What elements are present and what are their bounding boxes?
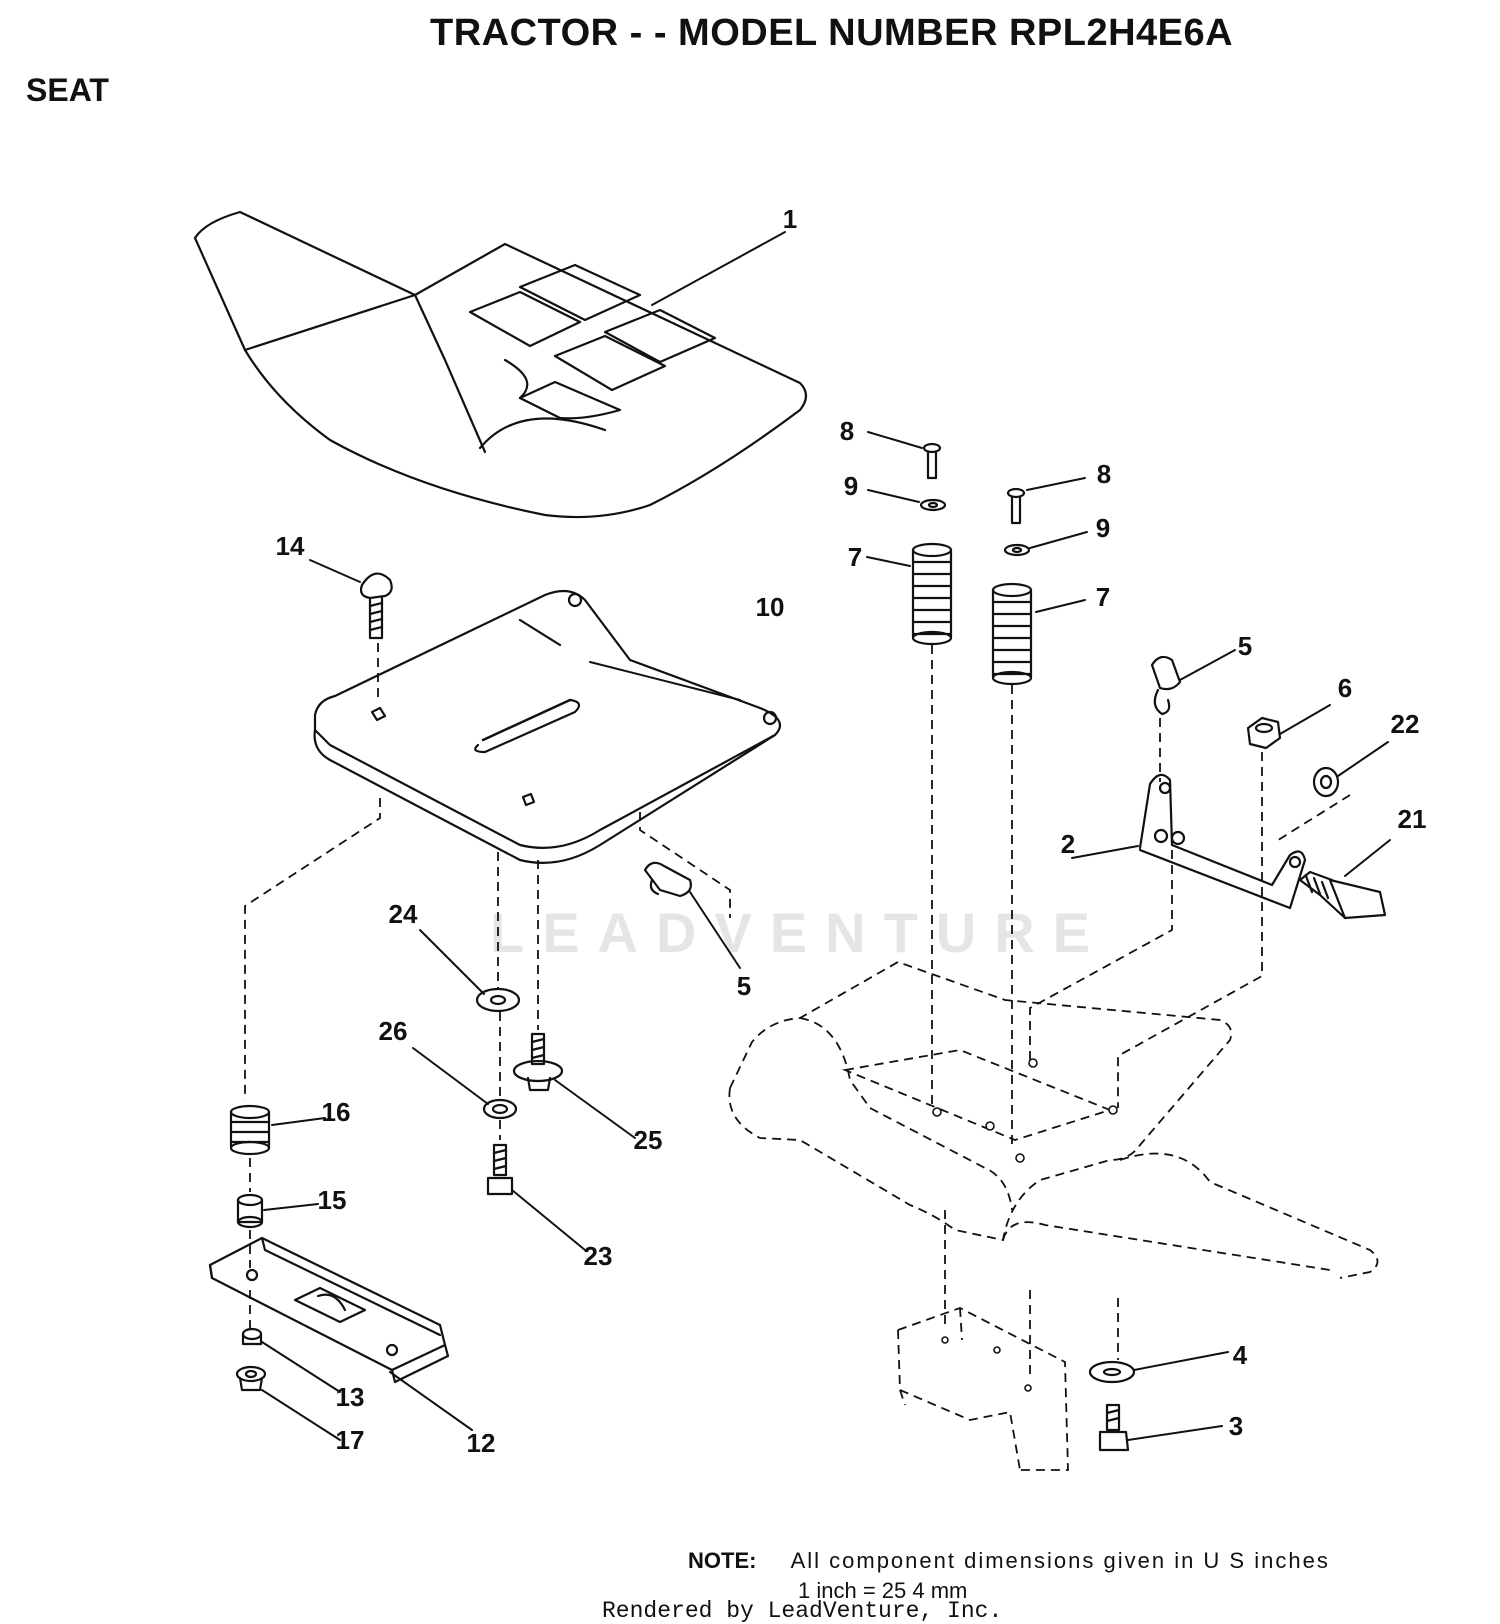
note-label: NOTE: [688, 1548, 757, 1573]
callout-8: 8 [840, 416, 854, 446]
spring-part-7-left [866, 542, 953, 646]
conversion-note: 1 inch = 25 4 mm [798, 1578, 968, 1603]
callout-24: 24 [389, 899, 418, 929]
note-text: All component dimensions given in U S in… [790, 1548, 1330, 1573]
seat-pan-part-10 [313, 589, 782, 864]
bolt-part-8-left [867, 431, 942, 480]
seat-part-1 [193, 210, 808, 519]
callout-3: 3 [1229, 1411, 1243, 1441]
callout-7: 7 [1096, 582, 1110, 612]
plate-part-12 [208, 1236, 473, 1431]
clip-part-5-upper [1150, 649, 1236, 716]
diagram-title: TRACTOR - - MODEL NUMBER RPL2H4E6A [430, 12, 1234, 54]
bolt-part-21 [1298, 839, 1391, 920]
bolt-part-3 [1098, 1403, 1223, 1452]
callout-12: 12 [467, 1428, 496, 1458]
washer-part-26 [412, 1047, 518, 1120]
callout-26: 26 [379, 1016, 408, 1046]
watermark: LEADVENTURE [490, 901, 1109, 964]
callout-17: 17 [336, 1425, 365, 1455]
callout-23: 23 [584, 1241, 613, 1271]
callout-1: 1 [783, 204, 797, 234]
callout-2: 2 [1061, 829, 1075, 859]
callout-8: 8 [1097, 459, 1111, 489]
callout-13: 13 [336, 1382, 365, 1412]
dimension-note: NOTE: All component dimensions given in … [688, 1548, 1330, 1574]
spring-part-16 [229, 1104, 326, 1156]
callout-4: 4 [1233, 1340, 1248, 1370]
callout-5: 5 [737, 971, 751, 1001]
callout-labels: 1 8 9 7 8 9 7 14 10 5 6 22 21 2 24 5 26 16 25 15 23 4 3 13 17 12 [276, 204, 1427, 1458]
callout-22: 22 [1391, 709, 1420, 739]
washer-part-9-left [867, 489, 947, 512]
nut-part-13 [241, 1327, 341, 1393]
callout-16: 16 [322, 1097, 351, 1127]
bolt-part-23 [486, 1143, 586, 1251]
callout-15: 15 [318, 1185, 347, 1215]
carriage-bolt-part-14 [309, 559, 393, 640]
callout-21: 21 [1398, 804, 1427, 834]
frame-holes [932, 1058, 1118, 1392]
callout-10: 10 [756, 592, 785, 622]
section-title: SEAT [26, 72, 109, 108]
spring-part-7-right [991, 582, 1086, 686]
washer-part-9-right [1003, 531, 1088, 557]
callout-5: 5 [1238, 631, 1252, 661]
callout-9: 9 [1096, 513, 1110, 543]
callout-9: 9 [844, 471, 858, 501]
render-credit: Rendered by LeadVenture, Inc. [602, 1598, 1003, 1624]
callout-6: 6 [1338, 673, 1352, 703]
nut-part-6 [1246, 704, 1331, 750]
nut-part-22 [1312, 741, 1389, 798]
callout-25: 25 [634, 1125, 663, 1155]
bolt-part-25 [512, 1032, 636, 1139]
callout-14: 14 [276, 531, 305, 561]
washer-part-24 [419, 929, 521, 1013]
clip-part-5-lower [643, 861, 741, 969]
callout-7: 7 [848, 542, 862, 572]
nut-part-17 [235, 1365, 341, 1441]
washer-part-4 [1088, 1351, 1229, 1384]
bushing-part-15 [236, 1193, 319, 1229]
bracket-part-2 [1071, 773, 1307, 910]
tractor-frame-outline [244, 643, 1379, 1471]
bolt-part-8-right [1006, 477, 1086, 525]
